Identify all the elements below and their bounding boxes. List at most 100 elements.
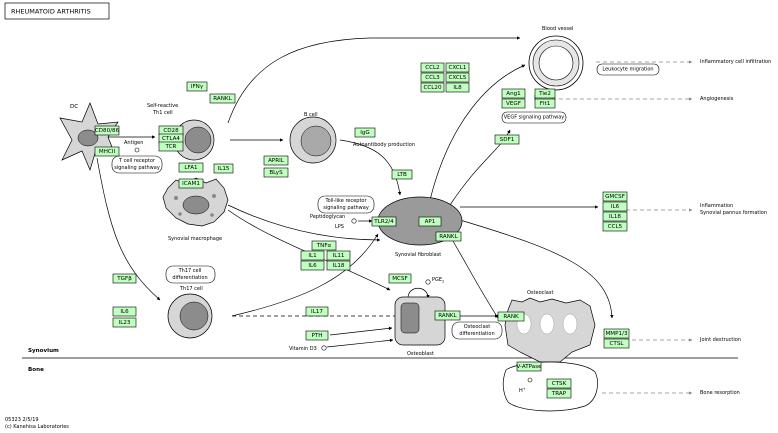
tlr-signaling-pathway[interactable]: Toll-like receptor signaling pathway bbox=[317, 195, 375, 214]
gene-cd80[interactable]: CD80/86 bbox=[94, 125, 120, 136]
gene-ctsk[interactable]: CTSK bbox=[546, 378, 572, 389]
gene-il18-label: IL18 bbox=[333, 263, 345, 269]
gene-mhcii[interactable]: MHCII bbox=[94, 146, 120, 157]
gene-ifng[interactable]: IFNγ bbox=[186, 81, 208, 92]
gene-cd28[interactable]: CD28 bbox=[158, 125, 184, 136]
gene-mmp[interactable]: MMP1/3 bbox=[603, 328, 630, 339]
osteoclast-diff-line1: Osteoclast bbox=[464, 324, 490, 330]
gene-il8[interactable]: IL8 bbox=[445, 82, 470, 93]
gene-cxcl1[interactable]: CXCL1 bbox=[445, 62, 470, 73]
vitamin-d3-compound bbox=[321, 345, 327, 351]
synovial-fibroblast-cell: Synovial fibroblast bbox=[377, 196, 463, 258]
gene-il23[interactable]: IL23 bbox=[112, 317, 137, 328]
gene-mcsf[interactable]: MCSF bbox=[388, 273, 412, 284]
th17-differentiation-pathway[interactable]: Th17 cell differentiation bbox=[165, 265, 216, 284]
gene-ctsl-label: CTSL bbox=[610, 341, 625, 347]
gene-tie2[interactable]: Tie2 bbox=[534, 88, 556, 99]
osteoblast-cell: Osteoblast bbox=[394, 296, 446, 357]
gene-rankl_th1[interactable]: RANKL bbox=[209, 93, 236, 104]
hplus-compound bbox=[527, 377, 533, 383]
gene-trap[interactable]: TRAP bbox=[546, 388, 572, 399]
gene-il11[interactable]: IL11 bbox=[326, 250, 351, 261]
bone-label: Bone bbox=[28, 367, 44, 373]
gene-ccl20[interactable]: CCL20 bbox=[420, 82, 445, 93]
angiogenesis-label[interactable]: Angiogenesis bbox=[700, 96, 734, 102]
b-cell-label: B cell bbox=[304, 112, 318, 118]
gene-vegf[interactable]: VEGF bbox=[501, 98, 526, 109]
inflammatory-infiltration-label[interactable]: Inflammatory cell infiltration bbox=[700, 59, 771, 65]
gene-il6_m[interactable]: IL6 bbox=[300, 260, 325, 271]
gene-tlr24[interactable]: TLR2/4 bbox=[371, 216, 397, 227]
gene-ang1[interactable]: Ang1 bbox=[501, 88, 526, 99]
gene-april-label: APRIL bbox=[268, 158, 285, 164]
gene-ccl3[interactable]: CCL3 bbox=[420, 72, 445, 83]
vegf-signaling-pathway[interactable]: VEGF signaling pathway bbox=[501, 111, 567, 124]
gene-il6_r[interactable]: IL6 bbox=[602, 201, 628, 212]
gene-sdf1[interactable]: SDF1 bbox=[494, 134, 520, 145]
gene-rankl_fib-label: RANKL bbox=[439, 234, 458, 240]
gene-ccl5[interactable]: CCL5 bbox=[602, 221, 628, 232]
gene-il18_r[interactable]: IL18 bbox=[602, 211, 628, 222]
gene-mcsf-label: MCSF bbox=[392, 276, 408, 282]
gene-lfa1-label: LFA1 bbox=[184, 165, 198, 171]
osteoclast-label: Osteoclast bbox=[527, 290, 553, 296]
gene-lfa1[interactable]: LFA1 bbox=[178, 162, 204, 173]
gene-il15[interactable]: IL15 bbox=[213, 163, 234, 174]
gene-gmcsf[interactable]: GMCSF bbox=[602, 191, 628, 202]
dc-label: DC bbox=[70, 104, 78, 110]
gene-ctla4[interactable]: CTLA4 bbox=[158, 133, 184, 144]
gene-rank[interactable]: RANK bbox=[497, 311, 525, 322]
osteoclast-differentiation-pathway[interactable]: Osteoclast differentiation bbox=[451, 321, 503, 340]
gene-il18[interactable]: IL18 bbox=[326, 260, 351, 271]
pannus-formation-label[interactable]: Synovial pannus formation bbox=[700, 210, 767, 216]
gene-ctsl[interactable]: CTSL bbox=[603, 338, 630, 349]
gene-rankl_fib[interactable]: RANKL bbox=[435, 231, 462, 242]
gene-vatpase[interactable]: V-ATPase bbox=[516, 361, 542, 372]
gene-rankl_ob[interactable]: RANKL bbox=[434, 310, 461, 321]
gene-ltb[interactable]: LTB bbox=[391, 169, 413, 180]
gene-gmcsf-label: GMCSF bbox=[605, 194, 625, 200]
gene-il6_t[interactable]: IL6 bbox=[112, 306, 137, 317]
tcr-signaling-pathway[interactable]: T cell receptor signaling pathway bbox=[111, 155, 163, 174]
gene-mhcii-label: MHCII bbox=[99, 149, 116, 155]
gene-blys[interactable]: BLyS bbox=[263, 167, 289, 178]
gene-mmp-label: MMP1/3 bbox=[605, 331, 627, 337]
gene-trap-label: TRAP bbox=[551, 391, 567, 397]
gene-rankl_ob-label: RANKL bbox=[438, 313, 457, 319]
autoantibody-label: Autoantibody production bbox=[353, 142, 415, 148]
gene-igg[interactable]: IgG bbox=[354, 127, 376, 138]
gene-cxcl5-label: CXCL5 bbox=[449, 75, 467, 81]
gene-pth[interactable]: PTH bbox=[305, 330, 329, 341]
gene-tlr24-label: TLR2/4 bbox=[373, 219, 394, 225]
gene-ifng-label: IFNγ bbox=[191, 84, 204, 90]
gene-april[interactable]: APRIL bbox=[263, 155, 289, 166]
gene-flt1[interactable]: Flt1 bbox=[534, 98, 556, 109]
gene-tgfb-label: TGFβ bbox=[116, 276, 132, 282]
th17-cell: Th17 cell bbox=[167, 286, 213, 339]
joint-destruction-label[interactable]: Joint destruction bbox=[699, 337, 741, 343]
hplus-label: H+ bbox=[519, 387, 526, 394]
b-cell: B cell bbox=[289, 112, 337, 164]
gene-blys-label: BLyS bbox=[269, 170, 283, 176]
gene-tnfa[interactable]: TNFα bbox=[311, 240, 337, 251]
gene-tcr[interactable]: TCR bbox=[158, 141, 184, 152]
gene-ang1-label: Ang1 bbox=[506, 91, 521, 97]
gene-il11-label: IL11 bbox=[333, 253, 345, 259]
bone-resorption-label[interactable]: Bone resorption bbox=[700, 390, 740, 396]
vitamin-d3-label: Vitamin D3 bbox=[289, 346, 317, 352]
gene-il17[interactable]: IL17 bbox=[305, 306, 329, 317]
gene-cd28-label: CD28 bbox=[163, 128, 179, 134]
gene-icam1[interactable]: ICAM1 bbox=[178, 178, 204, 189]
gene-ap1[interactable]: AP1 bbox=[418, 216, 442, 227]
gene-ccl2[interactable]: CCL2 bbox=[420, 62, 445, 73]
antigen-compound bbox=[134, 147, 140, 153]
pge2-compound bbox=[425, 279, 431, 285]
th1-label-line2: Th1 cell bbox=[152, 110, 173, 116]
th1-label-line1: Self-reactive bbox=[147, 103, 178, 109]
vegf-pathway-label: VEGF signaling pathway bbox=[504, 115, 565, 121]
gene-cxcl5[interactable]: CXCL5 bbox=[445, 72, 470, 83]
gene-ccl5-label: CCL5 bbox=[608, 224, 623, 230]
gene-il1[interactable]: IL1 bbox=[300, 250, 325, 261]
gene-tgfb[interactable]: TGFβ bbox=[112, 273, 137, 284]
inflammation-label[interactable]: Inflammation bbox=[700, 203, 733, 209]
